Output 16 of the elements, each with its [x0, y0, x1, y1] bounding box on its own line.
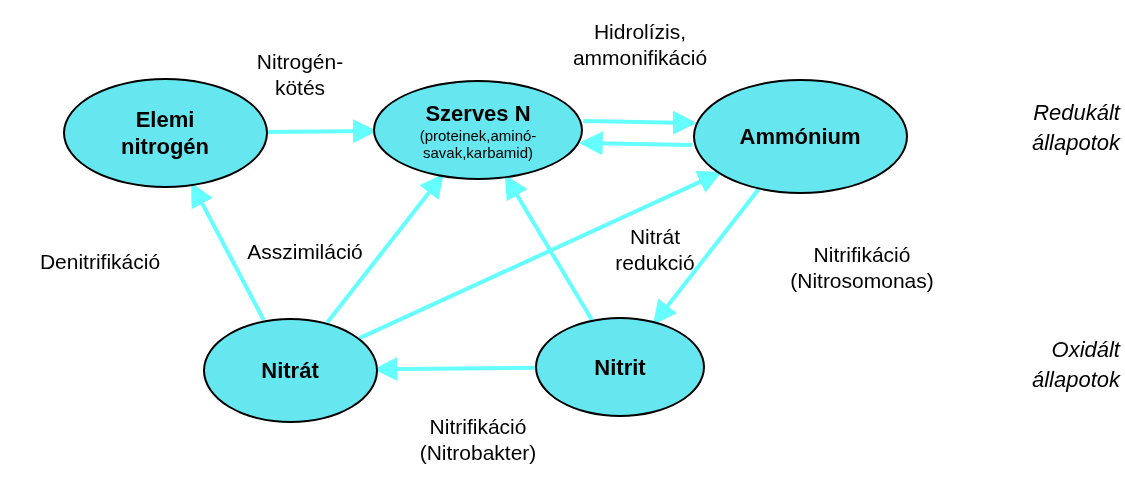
edge-label: Denitrifikáció [38, 249, 162, 275]
node-title: Elemi nitrogén [120, 106, 210, 160]
edge-label: Nitrifikáció (Nitrosomonas) [789, 242, 935, 294]
node-title: Nitrát [260, 356, 320, 384]
state-label: Oxidált állapotok [1030, 336, 1120, 394]
edge-label: Nitrogén- kötés [255, 49, 345, 101]
node-title: Szerves N [424, 99, 532, 127]
node-subtitle: (proteinek,aminó- savak,karbamid) [418, 126, 538, 161]
node-title: Nitrit [593, 353, 647, 381]
edge-label: Hidrolízis, ammonifikáció [571, 19, 709, 71]
edge-label: Nitrifikáció (Nitrobakter) [418, 414, 538, 466]
state-label: Redukált állapotok [1030, 99, 1120, 157]
arrow [652, 187, 761, 325]
edge-label: Asszimiláció [246, 239, 364, 265]
edge-label: Nitrát redukció [614, 224, 696, 276]
node-title: Ammónium [738, 122, 862, 150]
